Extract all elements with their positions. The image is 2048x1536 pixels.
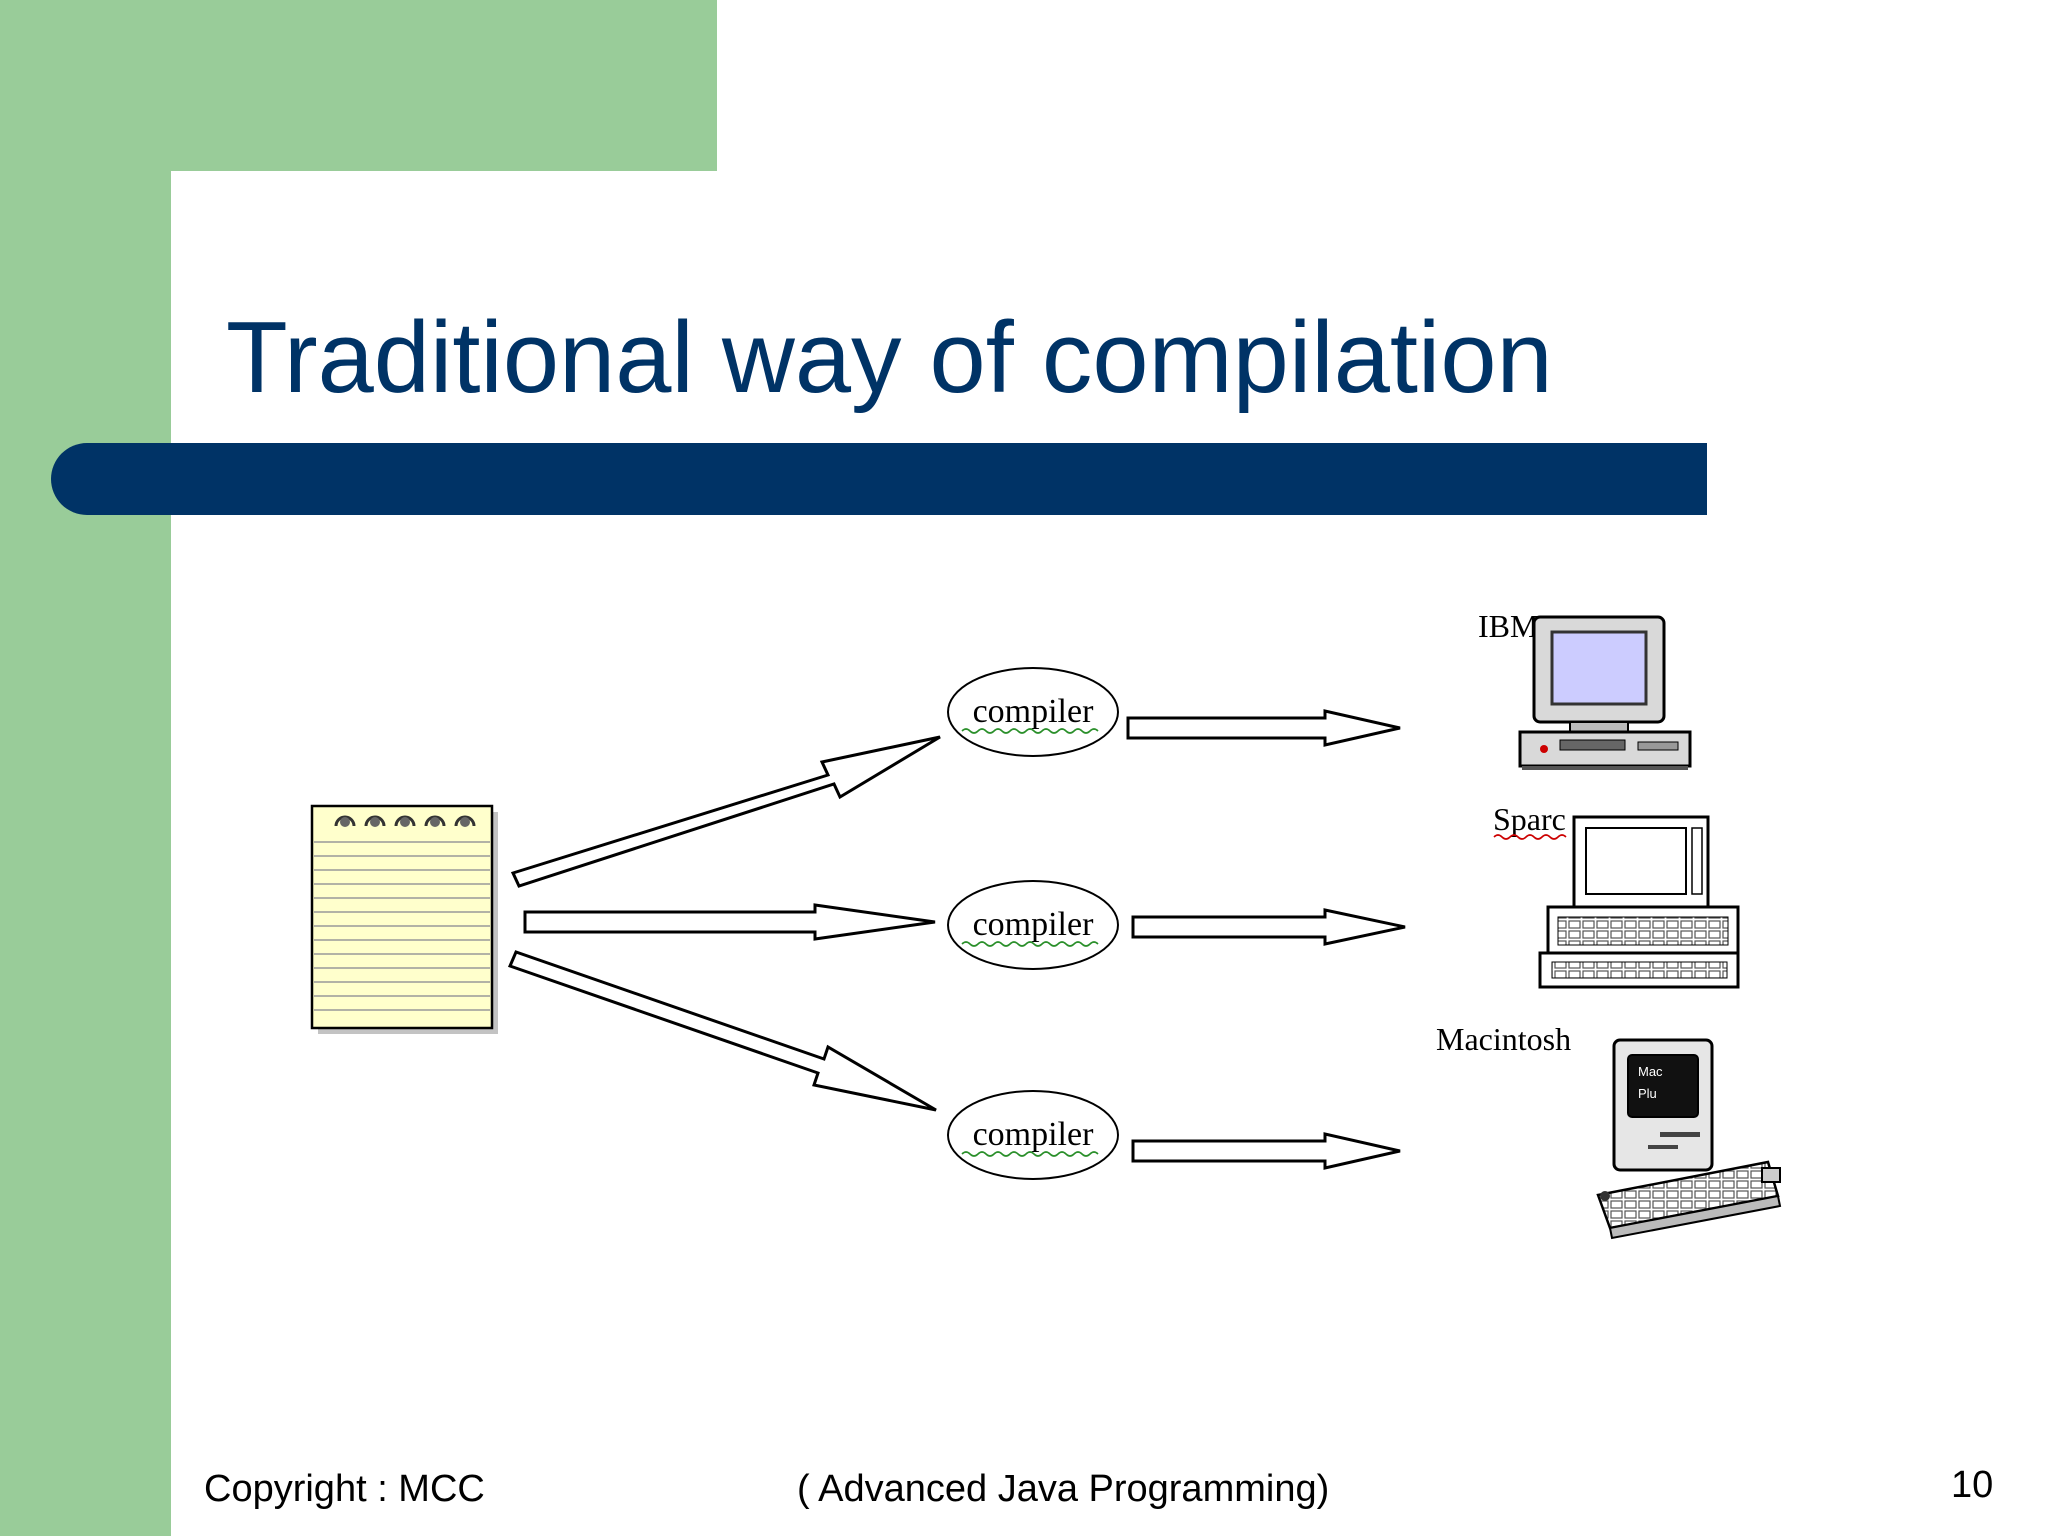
arrow-to-ibm (1126, 709, 1401, 747)
compiler-label: compiler (973, 693, 1095, 730)
compiler-node-3: compiler (947, 1090, 1119, 1180)
macintosh-label: Macintosh (1436, 1021, 1571, 1057)
mac-screen-line-2: Plu (1638, 1086, 1657, 1101)
mac-screen-line-1: Mac (1638, 1064, 1663, 1079)
footer-copyright: Copyright : MCC (204, 1468, 485, 1510)
sparc-workstation-icon (1538, 815, 1740, 989)
compiler-node-2: compiler (947, 880, 1119, 970)
arrow-to-macintosh (1131, 1132, 1401, 1170)
ibm-label: IBM (1478, 608, 1538, 644)
arrow-to-sparc (1131, 908, 1406, 946)
green-side-band (0, 0, 171, 1536)
compiler-node-1: compiler (947, 667, 1119, 757)
slide-page-number: 10 (1951, 1464, 1994, 1506)
compiler-label: compiler (973, 906, 1095, 943)
macintosh-computer-icon: Mac Plu (1596, 1038, 1782, 1240)
compiler-label: compiler (973, 1116, 1095, 1153)
footer-course-title: ( Advanced Java Programming) (797, 1468, 1330, 1510)
ibm-computer-icon (1518, 615, 1692, 770)
arrow-to-compiler-3 (507, 950, 937, 1112)
arrow-to-compiler-1 (510, 735, 941, 888)
arrow-to-compiler-2 (523, 903, 936, 941)
title-underline-bar (51, 443, 1707, 515)
sparc-label: Sparc (1493, 801, 1566, 837)
notepad-icon (310, 804, 498, 1034)
slide-title: Traditional way of compilation (226, 302, 1553, 414)
green-top-band (0, 0, 717, 171)
